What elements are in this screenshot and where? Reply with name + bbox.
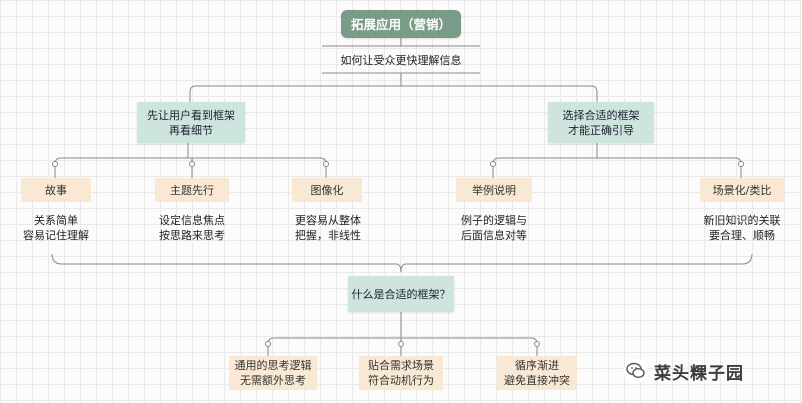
leaf-label: 主题先行 [170,183,214,197]
leaf-desc-line: 把握，非线性 [295,229,361,242]
node-dot [398,341,404,347]
leaf-label: 故事 [45,183,67,197]
answer-node-gradual: 循序渐进 避免直接冲突 [497,356,577,390]
title-text: 拓展应用（营销） [350,16,451,32]
wechat-icon [624,359,648,383]
node-dot [490,161,496,167]
leaf-desc-example: 例子的逻辑与 后面信息对等 [444,212,544,244]
answer-line: 避免直接冲突 [504,374,570,387]
node-dot [738,161,744,167]
answer-line: 无需额外思考 [240,374,306,387]
answer-line: 符合动机行为 [368,374,434,387]
branch-label-line: 才能正确引导 [568,123,634,137]
watermark-text: 菜头粿子园 [654,363,744,384]
connector-answers [267,312,538,356]
answer-node-common-logic: 通用的思考逻辑 无需额外思考 [229,356,317,390]
connector-branches [189,73,598,102]
leaf-desc-line: 要合理、顺畅 [709,229,775,242]
title-node: 拓展应用（营销） [341,10,461,38]
leaf-label: 场景化/类比 [712,183,772,197]
bracket-line [51,253,753,273]
leaf-desc-story: 关系简单 容易记住理解 [6,212,106,244]
answer-line: 循序渐进 [515,359,559,372]
question-node: 什么是合适的框架？ [348,276,454,312]
node-dot [323,161,329,167]
subtitle-node: 如何让受众更快理解信息 [322,47,480,73]
branch-label-line: 再看细节 [169,123,213,137]
leaf-label: 举例说明 [472,183,516,197]
leaf-desc-line: 更容易从整体 [295,214,361,227]
node-dot [189,161,195,167]
question-text: 什么是合适的框架？ [351,287,451,301]
connector-left-children [54,143,327,178]
leaf-node-scenario: 场景化/类比 [700,178,784,202]
leaf-desc-line: 设定信息焦点 [159,214,225,227]
leaf-node-visualize: 图像化 [292,178,362,202]
leaf-desc-line: 关系简单 [34,214,78,227]
watermark: 菜头粿子园 [624,357,784,385]
leaf-desc-line: 新旧知识的关联 [703,214,781,227]
leaf-desc-line: 容易记住理解 [23,229,89,242]
leaf-label: 图像化 [310,183,344,197]
branch-node-choose-framework: 选择合适的框架 才能正确引导 [548,102,654,143]
branch-node-framework-first: 先让用户看到框架 再看细节 [137,102,245,143]
leaf-desc-scenario: 新旧知识的关联 要合理、顺畅 [690,212,794,244]
leaf-desc-topic-first: 设定信息焦点 按思路来思考 [142,212,242,244]
node-dot [52,161,58,167]
answer-line: 通用的思考逻辑 [234,359,312,372]
leaf-desc-line: 后面信息对等 [461,229,527,242]
leaf-desc-line: 例子的逻辑与 [461,214,527,227]
subtitle-text: 如何让受众更快理解信息 [340,53,462,67]
leaf-node-story: 故事 [21,178,91,202]
leaf-node-example: 举例说明 [456,178,532,202]
branch-label-line: 选择合适的框架 [562,108,640,122]
connector-right-children [492,143,742,178]
answer-line: 贴合需求场景 [368,359,434,372]
node-dot [534,341,540,347]
branch-label-line: 先让用户看到框架 [147,108,235,122]
leaf-desc-line: 按思路来思考 [159,229,225,242]
node-dot [265,341,271,347]
leaf-node-topic-first: 主题先行 [155,178,229,202]
answer-node-fit-scenario: 贴合需求场景 符合动机行为 [359,356,443,390]
leaf-desc-visualize: 更容易从整体 把握，非线性 [278,212,378,244]
